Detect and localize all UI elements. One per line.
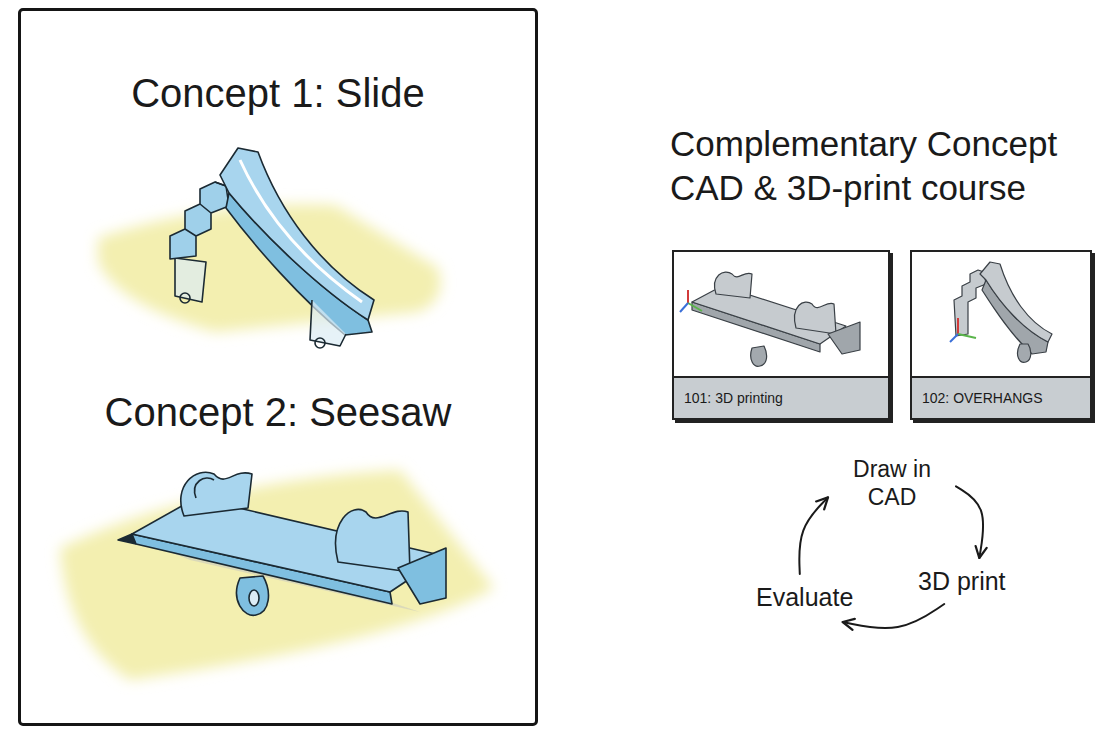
seat-curl — [195, 478, 214, 498]
board-tip — [118, 534, 136, 544]
board-top — [132, 498, 444, 592]
slide-render — [950, 262, 1052, 362]
pivot-hole — [249, 590, 259, 606]
axis-x — [680, 303, 688, 312]
seat-back — [795, 302, 836, 334]
axis-z — [957, 318, 959, 334]
step-label: Evaluate — [756, 582, 853, 612]
course-card: 101: 3D printing — [672, 250, 890, 420]
concept-heading: Concept 2: Seesaw — [21, 388, 535, 436]
title-text: Complementary Concept CAD & 3D-print cou… — [670, 122, 1102, 210]
step-label: 3D print — [918, 566, 1006, 596]
seat-back — [715, 272, 752, 298]
card-caption: 101: 3D printing — [674, 376, 888, 418]
axis-y — [688, 303, 702, 311]
seesaw-illustration — [60, 470, 494, 680]
cycle-step: Evaluate — [756, 582, 853, 612]
seesaw-render — [680, 272, 860, 366]
slide-chute — [220, 148, 374, 320]
stairs — [954, 270, 986, 336]
axis-x — [950, 334, 958, 342]
slide-foot — [180, 293, 190, 303]
concept-heading: Concept 1: Slide — [21, 69, 535, 117]
concept-sheet: Concept 1: SlideConcept 2: Seesaw — [18, 8, 538, 726]
cycle-step: Draw in CAD — [836, 456, 948, 511]
slide-illustration — [98, 148, 441, 348]
cycle-step: 3D print — [918, 566, 1006, 596]
title-box: Complementary Concept CAD & 3D-print cou… — [670, 122, 1102, 210]
seat-back — [336, 509, 410, 572]
slide-foot — [315, 338, 325, 348]
seesaw-pivot — [237, 576, 269, 615]
seat-back — [181, 472, 252, 516]
cycle-arrow — [956, 486, 983, 558]
board-end — [398, 548, 446, 604]
cycle-arrow — [843, 604, 945, 628]
slide-highlight — [240, 160, 362, 302]
foot-loop — [1018, 344, 1031, 362]
cycle-arrow — [799, 497, 828, 574]
card-caption: 102: OVERHANGS — [912, 376, 1090, 418]
slide-stairs — [170, 182, 229, 259]
pivot — [751, 346, 767, 366]
board-top — [692, 286, 846, 344]
ground-patch — [60, 470, 494, 680]
slide-leg — [310, 300, 346, 346]
chute — [980, 262, 1052, 342]
axis-y — [958, 334, 976, 338]
stair-edges — [185, 182, 226, 236]
step-label: Draw in CAD — [836, 456, 948, 511]
slide-leg — [175, 258, 206, 302]
axis-z — [687, 290, 689, 303]
course-card: 102: OVERHANGS — [910, 250, 1092, 420]
board-end — [828, 322, 860, 354]
